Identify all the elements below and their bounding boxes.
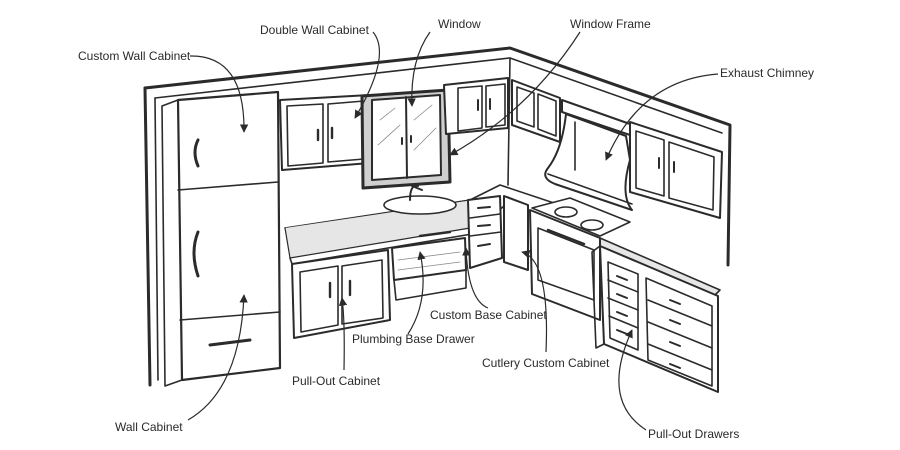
tall-cabinet	[161, 90, 282, 387]
window	[360, 88, 452, 190]
label-custom-wall-cabinet: Custom Wall Cabinet	[78, 49, 191, 63]
label-custom-base-cabinet: Custom Base Cabinet	[430, 308, 547, 322]
label-cutlery-custom-cabinet: Cutlery Custom Cabinet	[482, 356, 610, 370]
exhaust-chimney	[544, 99, 633, 211]
label-double-wall-cabinet: Double Wall Cabinet	[260, 23, 369, 37]
label-exhaust-chimney: Exhaust Chimney	[720, 66, 815, 80]
custom-base-cabinet	[467, 195, 503, 269]
label-pull-out-cabinet: Pull-Out Cabinet	[292, 374, 381, 388]
label-pull-out-drawers: Pull-Out Drawers	[648, 427, 740, 441]
label-plumbing-base-drawer: Plumbing Base Drawer	[352, 332, 475, 346]
sink	[383, 184, 457, 215]
double-wall-cabinet	[279, 94, 371, 171]
leader-arrows	[187, 31, 719, 431]
label-wall-cabinet: Wall Cabinet	[115, 420, 183, 434]
right-wall-cabinet	[629, 121, 723, 219]
label-window: Window	[438, 17, 481, 31]
pull-out-drawers	[591, 245, 719, 393]
upper-corner-cabinets	[443, 77, 561, 143]
label-window-frame: Window Frame	[570, 17, 651, 31]
